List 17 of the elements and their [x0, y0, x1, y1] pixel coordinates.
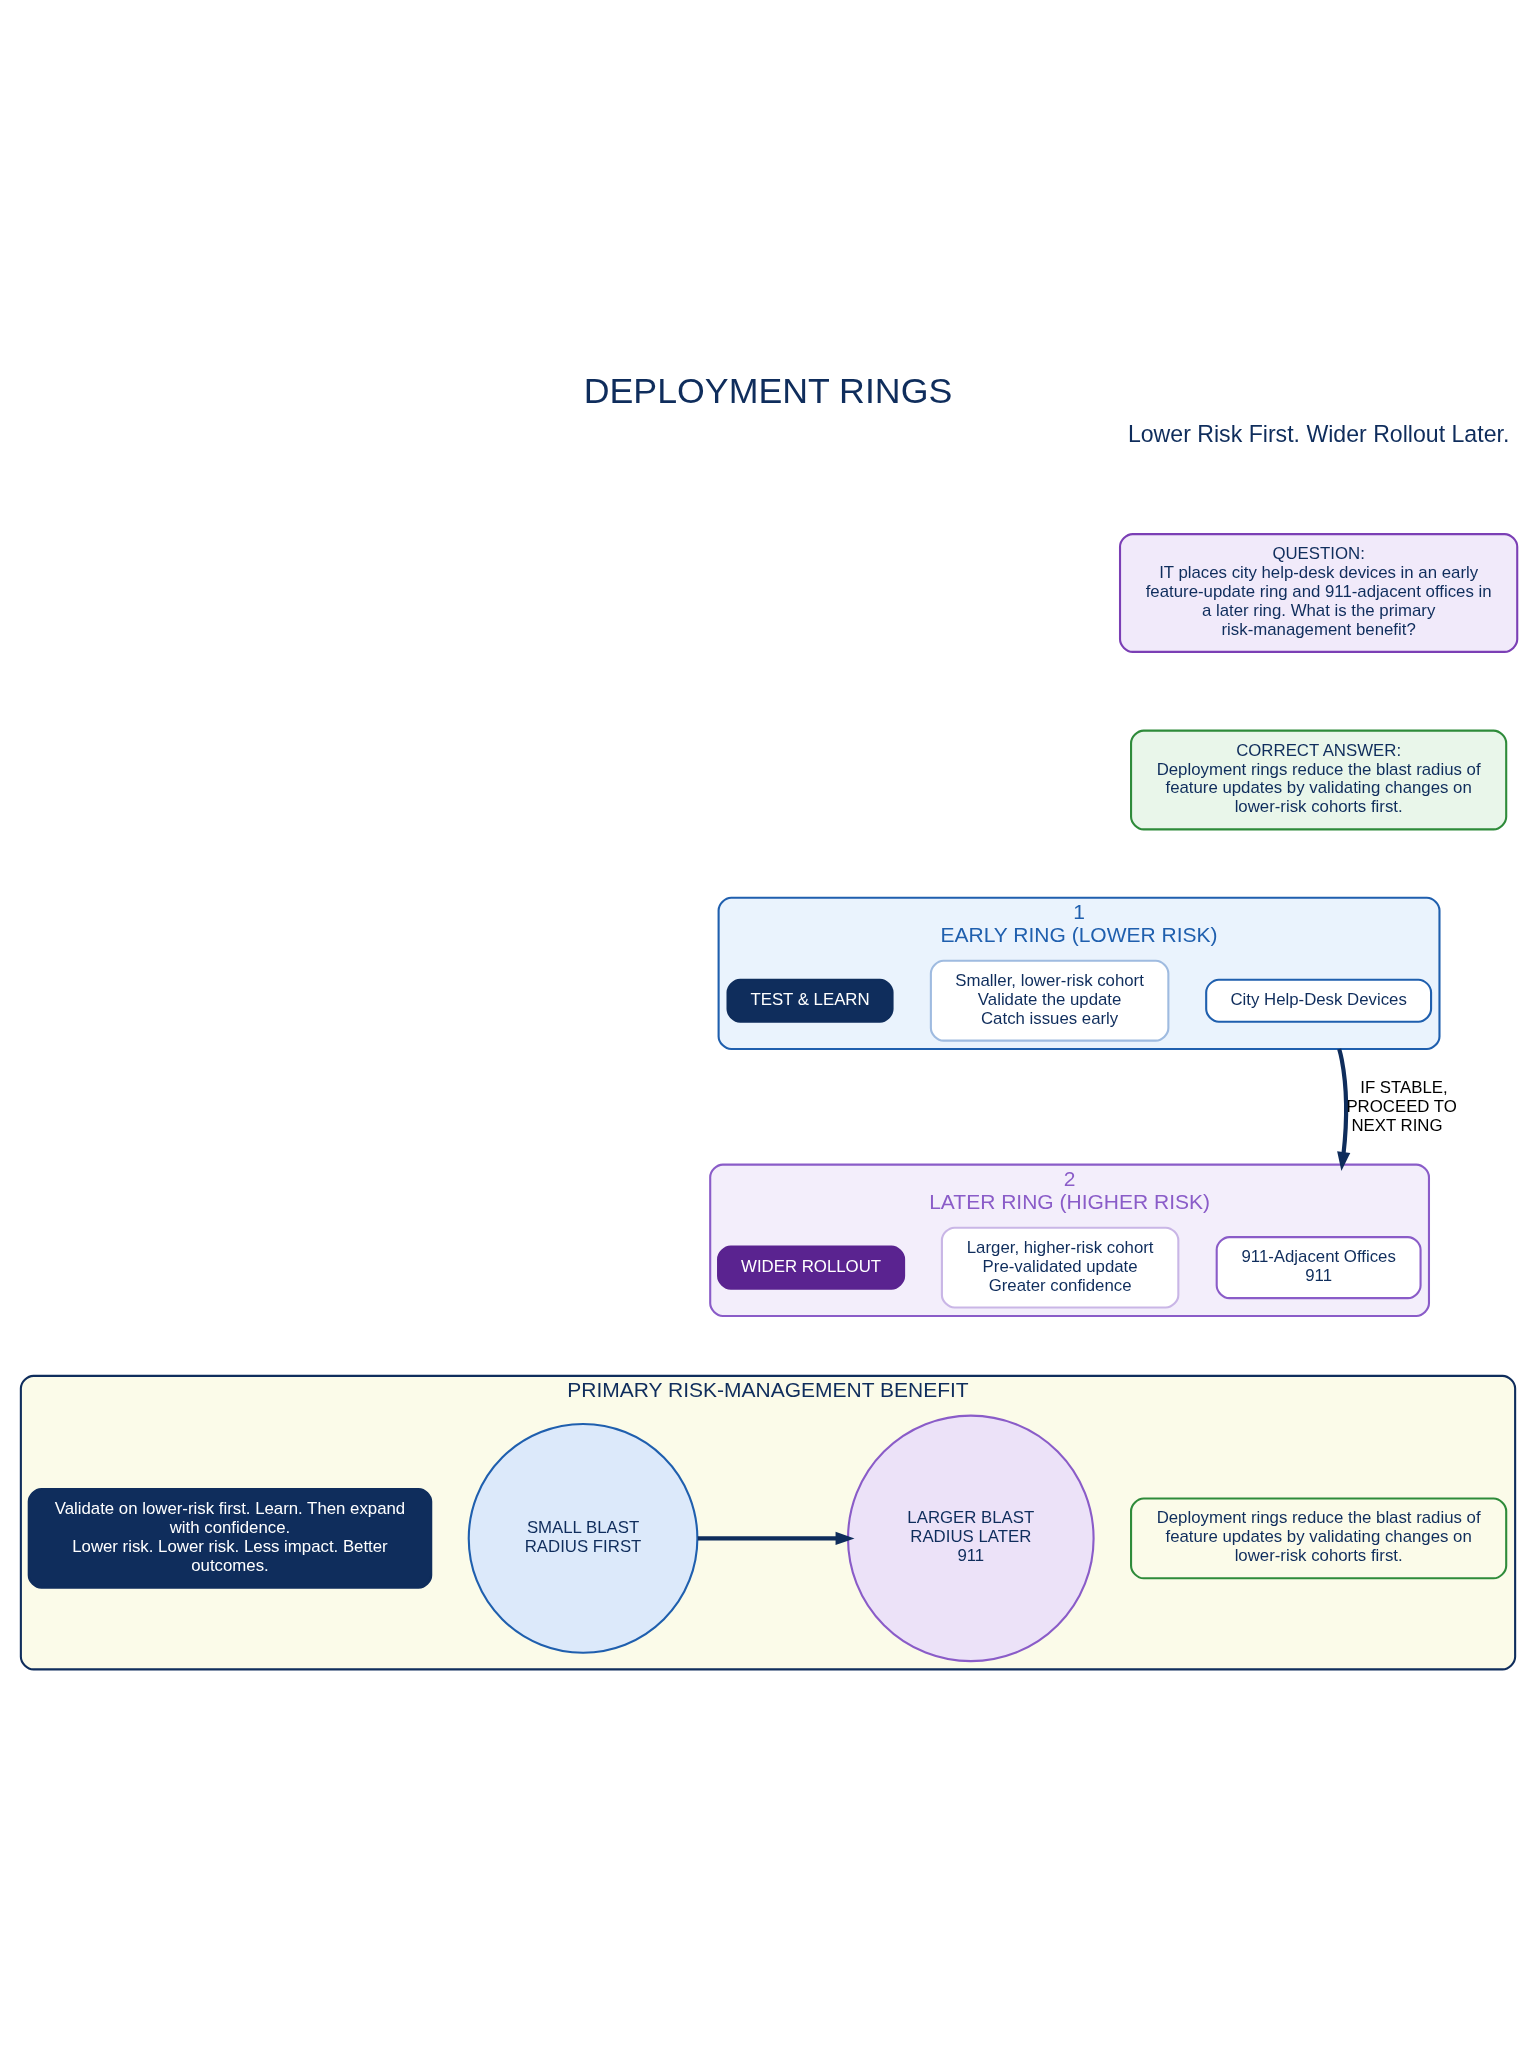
- arrow: [697, 1531, 855, 1546]
- node-box: Smaller, lower-risk cohort Validate the update Catch issues early: [929, 959, 1170, 1042]
- node-box: Larger, higher-risk cohort Pre-validated update Greater confidence: [940, 1226, 1180, 1309]
- node-box: CORRECT ANSWER: Deployment rings reduce the blast radius of feature updates by validating changes on lower-risk cohorts first.: [1130, 729, 1508, 831]
- node-box: Validate on lower-risk first. Learn. Then expand with confidence. Lower risk. Lower risk. Less impact. Better outcomes.: [27, 1487, 433, 1589]
- node-circle: LARGER BLAST RADIUS LATER 911: [846, 1414, 1095, 1663]
- edge-label: IF STABLE, PROCEED TO NEXT RING: [1346, 1077, 1457, 1135]
- diagram-title: DEPLOYMENT RINGS: [583, 370, 953, 411]
- node-box: Deployment rings reduce the blast radius of feature updates by validating changes on lower-risk cohorts first.: [1130, 1497, 1508, 1580]
- node-circle: SMALL BLAST RADIUS FIRST: [467, 1423, 699, 1654]
- arrow: [1337, 1048, 1351, 1171]
- node-box: QUESTION: IT places city help-desk devices in an early feature-update ring and 911-adjacent offices in a later ring. What is the primary risk-management benefit?: [1119, 533, 1519, 653]
- label: Lower Risk First. Wider Rollout Later.: [1127, 421, 1510, 448]
- node-box: WIDER ROLLOUT: [717, 1245, 906, 1290]
- node-box: 911-Adjacent Offices 911: [1215, 1236, 1422, 1300]
- node-box: TEST & LEARN: [726, 978, 894, 1023]
- node-box: City Help-Desk Devices: [1205, 978, 1433, 1023]
